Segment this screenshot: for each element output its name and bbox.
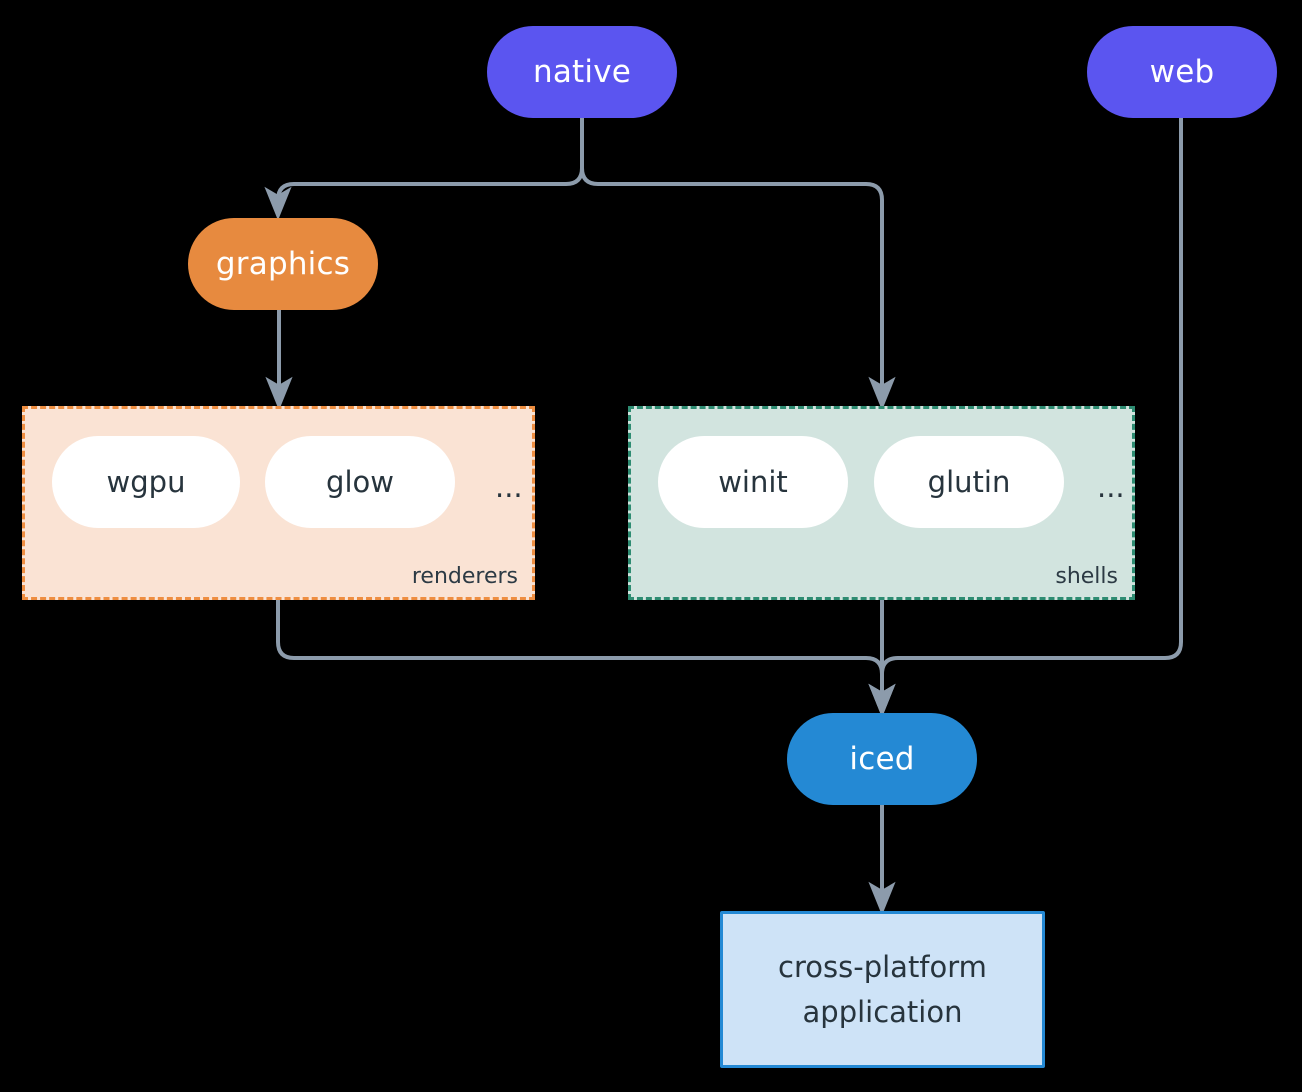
node-iced-label: iced xyxy=(849,741,915,777)
group-renderers: wgpu glow ... renderers xyxy=(22,406,535,600)
node-glutin-label: glutin xyxy=(927,465,1011,499)
group-shells: winit glutin ... shells xyxy=(628,406,1135,600)
node-web[interactable]: web xyxy=(1087,26,1277,118)
application-label-line1: cross-platform xyxy=(778,949,987,984)
node-wgpu-label: wgpu xyxy=(106,465,186,499)
node-web-label: web xyxy=(1149,54,1215,90)
edge-renderers-iced xyxy=(276,600,896,718)
node-wgpu[interactable]: wgpu xyxy=(52,436,240,528)
node-winit[interactable]: winit xyxy=(658,436,848,528)
node-native[interactable]: native xyxy=(487,26,677,118)
node-application[interactable]: cross-platform application xyxy=(720,911,1045,1068)
renderers-ellipsis: ... xyxy=(495,470,523,504)
node-graphics-label: graphics xyxy=(215,246,351,282)
group-shells-label: shells xyxy=(1055,564,1118,589)
node-glow[interactable]: glow xyxy=(265,436,455,528)
node-glutin[interactable]: glutin xyxy=(874,436,1064,528)
edge-native-shells xyxy=(580,118,896,411)
node-iced[interactable]: iced xyxy=(787,713,977,805)
shells-ellipsis: ... xyxy=(1097,470,1125,504)
node-winit-label: winit xyxy=(718,465,788,499)
edge-native-graphics xyxy=(264,118,584,221)
node-native-label: native xyxy=(532,54,632,90)
node-graphics[interactable]: graphics xyxy=(188,218,378,310)
application-label-line2: application xyxy=(802,994,963,1029)
group-renderers-label: renderers xyxy=(411,564,518,589)
node-glow-label: glow xyxy=(326,465,394,499)
